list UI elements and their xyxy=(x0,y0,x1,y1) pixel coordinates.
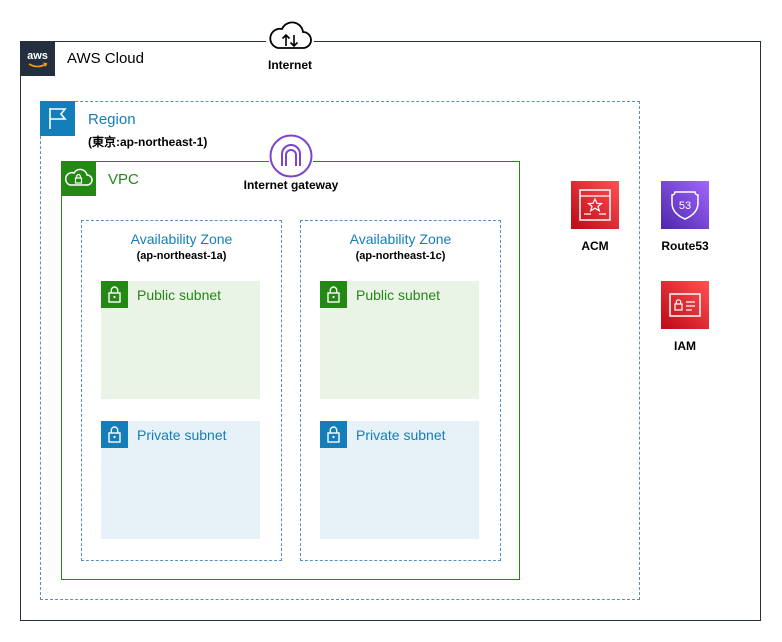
route53-icon: 53 xyxy=(661,181,709,229)
acm-label: ACM xyxy=(581,239,609,253)
az-sublabel: (ap-northeast-1c) xyxy=(355,250,446,262)
vpc-cloud-lock-icon xyxy=(61,161,96,196)
iam-label: IAM xyxy=(674,339,696,353)
svg-text:aws: aws xyxy=(27,50,48,62)
region-sublabel: (東京:ap-northeast-1) xyxy=(88,135,208,149)
public-subnet-label: Public subnet xyxy=(137,287,222,303)
public-subnet-lock-icon xyxy=(320,281,347,308)
acm-icon xyxy=(571,181,619,229)
svg-text:53: 53 xyxy=(679,200,691,212)
region-label: Region xyxy=(88,111,136,128)
az-title: Availability Zone xyxy=(349,231,452,247)
aws-logo-icon: aws xyxy=(20,41,55,76)
public-subnet-label: Public subnet xyxy=(356,287,441,303)
public-subnet-lock-icon xyxy=(101,281,128,308)
internet-gateway-icon xyxy=(269,134,313,178)
aws-cloud-group xyxy=(20,41,761,621)
availability-zone-1c xyxy=(300,220,501,561)
route53-label: Route53 xyxy=(661,239,709,253)
availability-zone-1a xyxy=(81,220,282,561)
internet-cloud-icon xyxy=(266,18,314,54)
az-title: Availability Zone xyxy=(130,231,233,247)
vpc-label: VPC xyxy=(108,171,139,188)
iam-icon xyxy=(661,281,709,329)
private-subnet-lock-icon xyxy=(320,421,347,448)
private-subnet-lock-icon xyxy=(101,421,128,448)
internet-gateway-label: Internet gateway xyxy=(243,178,339,192)
private-subnet-label: Private subnet xyxy=(356,427,446,443)
az-sublabel: (ap-northeast-1a) xyxy=(136,250,227,262)
region-flag-icon xyxy=(40,101,75,136)
region-group xyxy=(40,101,640,600)
private-subnet-label: Private subnet xyxy=(137,427,227,443)
aws-cloud-label: AWS Cloud xyxy=(67,50,144,67)
internet-label: Internet xyxy=(267,58,312,72)
